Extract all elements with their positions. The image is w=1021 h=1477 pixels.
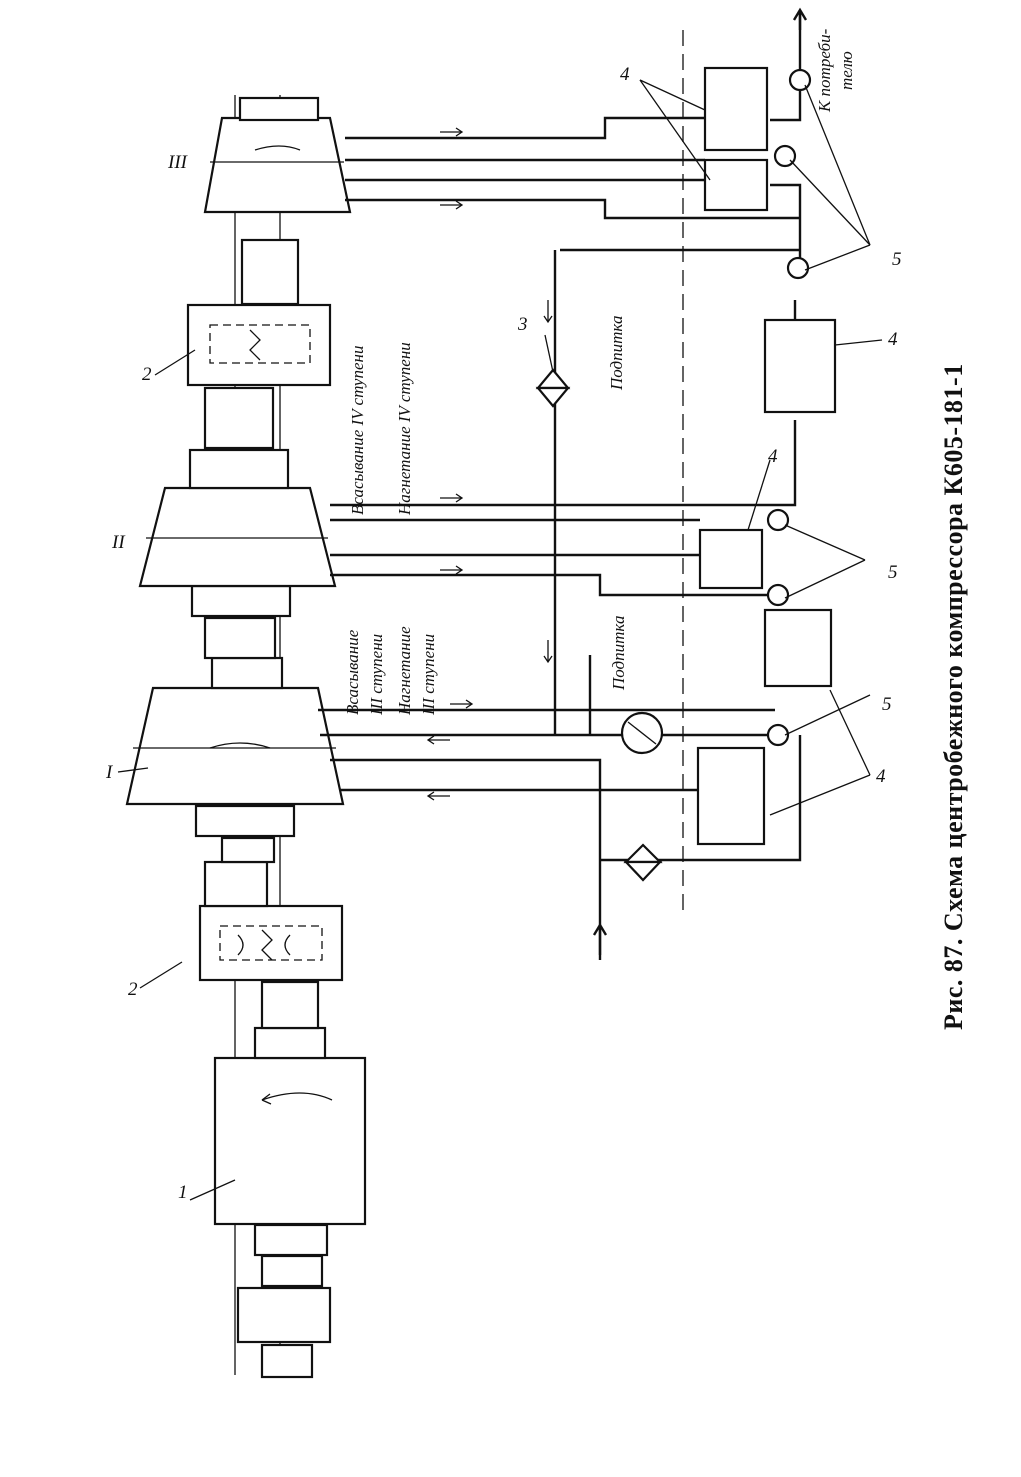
callout-instr-top: 5 — [892, 249, 902, 270]
callout-cooler-top: 4 — [620, 64, 630, 85]
callout-valve: 3 — [517, 314, 528, 335]
callout-cooler-low: 4 — [768, 446, 778, 467]
stage-iii-bearing — [238, 96, 320, 122]
cooler-low-1 — [698, 528, 764, 590]
cooler-top-2 — [703, 158, 769, 212]
callout-instr-mid: 5 — [888, 562, 898, 583]
gearbox-upper — [186, 303, 332, 387]
callout-gearbox-upper: 2 — [142, 364, 152, 385]
callout-cooler-bottom: 4 — [876, 766, 886, 787]
compressor-stage-i — [125, 686, 345, 806]
label-suction-iv: Всасывание IV ступени — [348, 346, 367, 515]
callout-motor: 1 — [178, 1182, 188, 1203]
callout-stage-i: I — [105, 762, 114, 783]
figure-caption: Рис. 87. Схема центробежного компрессора… — [939, 363, 968, 1030]
coupling-mid-lower — [203, 860, 269, 908]
callout-leaders — [117, 79, 883, 1201]
cooler-top-1 — [703, 66, 769, 152]
label-suction-iii-word: Всасывание — [343, 629, 362, 715]
stage-ii-bearing-upper — [188, 448, 290, 490]
bottom-bearing — [236, 1223, 332, 1379]
label-consumer-1: К потреби- — [815, 28, 834, 113]
label-feed-bottom: Подпитка — [609, 616, 628, 691]
coupling-i-ii — [203, 616, 277, 660]
cooler-low-2 — [763, 608, 833, 688]
callout-stage-iii: III — [167, 152, 189, 173]
label-discharge-iii-stage: III ступени — [419, 634, 438, 716]
flow-arrows — [426, 7, 808, 955]
callout-gearbox-lower: 2 — [128, 979, 138, 1000]
shaft-coupling-lower — [260, 980, 320, 1030]
electric-motor — [213, 1056, 367, 1226]
stage-i-bearing-upper — [210, 656, 284, 690]
compressor-stage-ii — [138, 486, 337, 588]
piping-stage-i — [318, 250, 802, 960]
stage-i-bearing-lower — [194, 804, 296, 838]
coupling-mid-lower-2 — [220, 836, 276, 864]
label-suction-iii-stage: III ступени — [367, 634, 386, 716]
motor-coupling — [253, 1026, 327, 1060]
pressure-gauge — [620, 711, 664, 755]
cooler-mid — [763, 318, 837, 414]
label-feed-top: Подпитка — [607, 316, 626, 391]
bottom-valve — [623, 843, 663, 882]
label-discharge-iv: Нагнетание IV ступени — [395, 342, 414, 516]
piping-stage-ii — [330, 300, 797, 597]
callout-stage-ii: II — [111, 532, 126, 553]
coupling-ii-gear — [203, 386, 275, 450]
coupling-gear-iii — [240, 238, 300, 306]
gearbox-lower — [198, 904, 344, 982]
label-consumer-2: телю — [837, 51, 856, 90]
callout-cooler-mid: 4 — [888, 329, 898, 350]
cooler-bottom — [696, 746, 766, 846]
stage-ii-bearing-lower — [190, 584, 292, 618]
compressor-stage-iii — [203, 116, 352, 214]
label-discharge-iii-word: Нагнетание — [395, 626, 414, 716]
regulating-valve-3 — [535, 368, 571, 408]
callout-instr-bottom: 5 — [882, 694, 892, 715]
coolers — [696, 66, 837, 846]
